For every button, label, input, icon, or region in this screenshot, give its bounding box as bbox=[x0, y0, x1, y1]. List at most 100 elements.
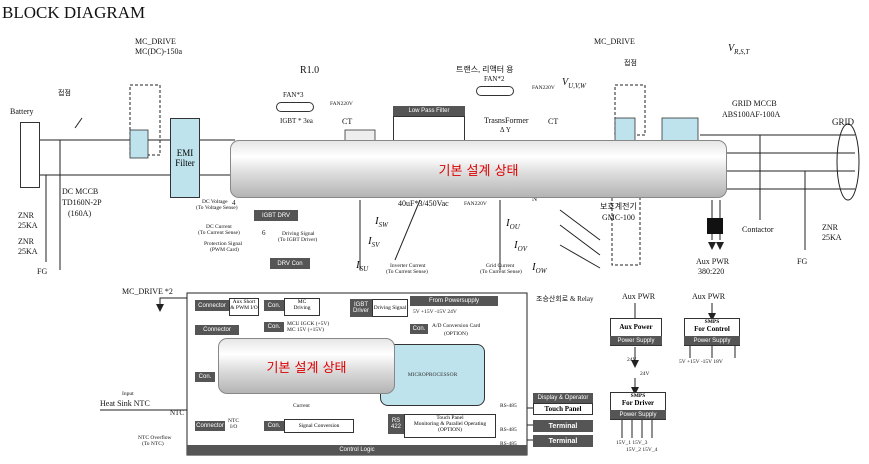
lpf-block bbox=[393, 116, 465, 142]
filter-label: Filter bbox=[175, 158, 195, 168]
aux-pwr2-label: Aux PWR bbox=[692, 292, 726, 301]
ad-card-option: (OPTION) bbox=[444, 331, 468, 337]
contact-label-left: 접점 bbox=[58, 89, 71, 97]
touch-panel-label: Touch Panel bbox=[544, 405, 582, 413]
znr1-label: ZNR bbox=[18, 211, 34, 220]
dc-voltage-label: DC Voltage bbox=[202, 199, 228, 205]
smps-driver-label1: SMPS bbox=[630, 393, 646, 399]
v24b-label: 24V bbox=[640, 371, 650, 377]
monitoring-label: Monitoring & Parallel Operating bbox=[413, 421, 487, 427]
powersupply-voltages: 5V +15V -15V 24V bbox=[413, 309, 457, 315]
terminal1-block: Terminal bbox=[533, 420, 593, 432]
mc-drive2-label: MC_DRIVE *2 bbox=[122, 287, 173, 296]
rs485-label-2: RS-485 bbox=[500, 427, 517, 433]
signal-conversion-label: Signal Conversion bbox=[298, 423, 340, 429]
v-uvw-label: VU,V,W bbox=[562, 77, 586, 90]
ct2-label: CT bbox=[548, 117, 559, 126]
fan1-label: FAN*3 bbox=[283, 91, 304, 99]
battery-symbol bbox=[20, 122, 40, 188]
fan2-label: FAN*2 bbox=[484, 75, 505, 83]
diagram-title: BLOCK DIAGRAM bbox=[2, 3, 146, 22]
revision-label: R1.0 bbox=[300, 65, 320, 76]
grid-mccb-label: GRID MCCB bbox=[732, 99, 777, 108]
aux-pwr1-label: Aux PWR bbox=[622, 292, 656, 301]
driving-signal-label: Driving Signal bbox=[282, 231, 315, 237]
v-rst-label: VR,S,T bbox=[728, 43, 750, 56]
ntc-io-label: NTC bbox=[228, 418, 239, 424]
fan2-symbol bbox=[476, 86, 514, 96]
td160-label: TD160N-2P bbox=[62, 198, 102, 207]
inverter-current-sub: (To Current Sense) bbox=[386, 269, 428, 275]
aux-short-block: Aux Short & PWM I/O bbox=[229, 298, 259, 316]
delta-y-label: Δ Y bbox=[500, 126, 511, 134]
dc-current-label: DC Current bbox=[206, 224, 232, 230]
i-ou-label: IOU bbox=[506, 217, 520, 232]
mcu-text: MCU IGCK (+5V) bbox=[287, 321, 330, 327]
monitoring-block: Touch Panel Monitoring & Parallel Operat… bbox=[404, 414, 496, 438]
smps-driver-label2: For Driver bbox=[621, 399, 655, 407]
znr2-rating: 25KA bbox=[18, 247, 38, 256]
znr3-label: ZNR bbox=[822, 223, 838, 232]
microprocessor-label: MICROPROCESSOR bbox=[407, 372, 458, 378]
fg1-label: FG bbox=[37, 267, 48, 276]
contactor-label: Contactor bbox=[742, 225, 774, 234]
znr1-rating: 25KA bbox=[18, 221, 38, 230]
con2-block: Con. bbox=[264, 322, 284, 332]
fan220-label: FAN220V bbox=[464, 201, 487, 207]
touch-panel-block: Touch Panel bbox=[533, 403, 593, 415]
emi-label: EMI bbox=[176, 148, 194, 158]
ntc-overflow-label: NTC Overflow bbox=[138, 435, 172, 441]
aux-power-label: Aux Power bbox=[619, 323, 653, 331]
td160-amp-label: (160A) bbox=[68, 209, 92, 218]
mc-driving-label2: Driving bbox=[293, 305, 311, 311]
ntc-overflow-sub: (To NTC) bbox=[142, 441, 164, 447]
smps-control-label2: For Control bbox=[694, 325, 730, 333]
transformer-note: 트랜스, 리액터 용 bbox=[456, 65, 514, 74]
current-label: Current bbox=[293, 403, 310, 409]
fan1-symbol bbox=[276, 102, 314, 112]
mc-drive-ac-label: MC_DRIVE bbox=[594, 37, 635, 46]
power-supply2-bar: Power Supply bbox=[610, 410, 666, 419]
design-status-banner-bottom: 기본 설계 상태 bbox=[218, 338, 395, 394]
i-sv-label: ISV bbox=[368, 235, 380, 250]
relay-note-label: 조승산회로 & Relay bbox=[536, 295, 594, 303]
fan1-small-label: FAN220V bbox=[330, 101, 353, 107]
transformer-label: TrasnsFormer bbox=[484, 116, 529, 125]
heat-sink-input-label: Input bbox=[122, 391, 134, 397]
contact-label-right: 접점 bbox=[624, 59, 637, 67]
driver-outputs-1: 15V_1 15V_3 bbox=[616, 440, 648, 446]
aux-pwr-380-ratio: 380:220 bbox=[698, 267, 725, 276]
driving-signal-block: Driving Signal bbox=[372, 299, 408, 317]
ct1-label: CT bbox=[342, 117, 353, 126]
mc-drive-dc-label: MC_DRIVE bbox=[135, 37, 176, 46]
dc-voltage-sub: (To Voltage Sense) bbox=[196, 205, 238, 211]
heat-sink-ntc-label: Heat Sink NTC bbox=[100, 399, 150, 408]
igbt-label: IGBT * 3ea bbox=[280, 117, 313, 125]
mcu-text2: MC 15V (+15V) bbox=[287, 327, 324, 333]
emi-filter-block: EMI Filter bbox=[170, 118, 200, 198]
drv-con-block: DRV Con bbox=[270, 258, 310, 269]
protection-relay-label: 보호계전기 bbox=[600, 202, 637, 211]
ad-card-label: A/D Conversion Card bbox=[432, 323, 481, 329]
design-status-banner-top: 기본 설계 상태 bbox=[230, 140, 727, 198]
num-4-label: 4 bbox=[232, 199, 236, 207]
terminal2-block: Terminal bbox=[533, 435, 593, 447]
connector3-block: Connector bbox=[195, 421, 225, 431]
aux-short-label2: & PWM I/O bbox=[230, 305, 258, 311]
connector2-block: Connector bbox=[195, 325, 239, 335]
con3-block: Con. bbox=[410, 324, 428, 334]
grid-current-label: Grid Current bbox=[486, 263, 515, 269]
znr3-rating: 25KA bbox=[822, 233, 842, 242]
grid-label: GRID bbox=[832, 117, 854, 127]
con4-block: Con. bbox=[264, 421, 284, 431]
driving-signal-sub: (To IGBT Driver) bbox=[278, 237, 318, 243]
capacitor-label: 40uF*3/450Vac bbox=[398, 199, 449, 208]
i-ov-label: IOV bbox=[514, 239, 528, 254]
znr2-label: ZNR bbox=[18, 237, 34, 246]
driver-outputs-2: 15V_2 15V_4 bbox=[626, 447, 658, 453]
power-supply3-bar: Power Supply bbox=[684, 336, 740, 345]
power-supply1-bar: Power Supply bbox=[610, 336, 662, 345]
driving-signal-ctrl-label: Driving Signal bbox=[373, 305, 407, 311]
